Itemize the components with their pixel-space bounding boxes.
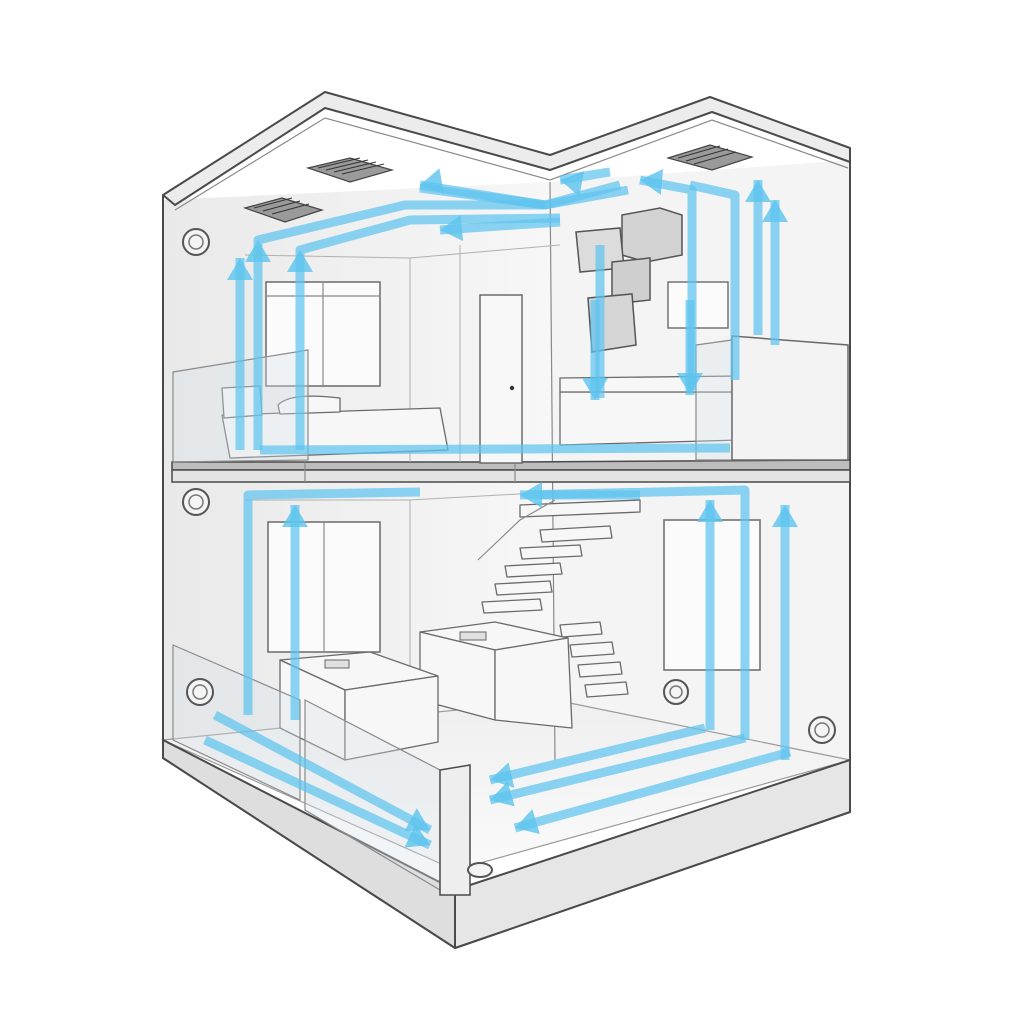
door-upper [479, 294, 523, 464]
ceiling-vent-icon [665, 144, 755, 171]
kitchen-counter-side [494, 637, 573, 729]
stair-handrail [477, 499, 556, 561]
door-knob [509, 385, 515, 391]
airflow-arrow-icon [697, 500, 723, 522]
round-wall-vent-icon [467, 862, 493, 878]
airflow-line [243, 487, 421, 715]
window-upper-right [667, 281, 729, 329]
island-side [344, 675, 439, 761]
bed-pillow [277, 395, 341, 415]
airflow-arrow-icon [420, 168, 444, 194]
airflow-arrow-icon [520, 482, 542, 508]
round-wall-vent-icon [808, 716, 836, 744]
front-post [439, 764, 471, 896]
staircase [477, 499, 641, 698]
airflow-arrow-icon [772, 505, 798, 527]
mid-floor-slab-face [171, 469, 851, 483]
wall-block-right [731, 335, 849, 461]
airflow-arrow-icon [560, 171, 584, 197]
airflow-arrow-icon [245, 240, 271, 262]
airflow-line [689, 180, 740, 380]
ceiling-line [174, 117, 849, 211]
round-wall-vent-icon [182, 228, 210, 256]
airflow-arrow-icon [515, 809, 540, 834]
airflow-paths [203, 167, 798, 850]
round-wall-vent-icon [663, 679, 689, 705]
airflow-arrow-icon [582, 378, 608, 400]
glass-railing-right [695, 339, 733, 461]
island-sink [324, 659, 350, 669]
airflow-line [488, 733, 747, 805]
airflow-arrow-icon [227, 258, 253, 280]
round-wall-vent-icon [186, 678, 214, 706]
airflow-arrow-icon [490, 762, 515, 788]
airflow-arrow-icon [287, 250, 313, 272]
lower-wall-line [245, 491, 556, 501]
base-slab-left [162, 739, 456, 949]
airflow-arrow-icon [640, 168, 664, 195]
airflow-line [419, 183, 629, 210]
airflow-arrow-icon [440, 215, 464, 242]
airflow-arrow-icon [490, 781, 515, 807]
airflow-line [513, 747, 792, 833]
wall-vents [182, 228, 836, 878]
airflow-line [203, 735, 432, 850]
ceiling-vent-icon [305, 157, 395, 183]
airflow-line [488, 723, 707, 785]
airflow-arrow-icon [404, 823, 430, 848]
airflow-line [259, 443, 731, 455]
airflow-arrow-icon [762, 200, 788, 222]
ceiling-vents [242, 144, 755, 223]
ceiling-vent-icon [242, 197, 325, 223]
airflow-line [295, 213, 561, 450]
airflow-arrow-icon [677, 373, 703, 395]
airflow-line [212, 711, 433, 834]
airflow-arrow-icon [745, 180, 771, 202]
round-wall-vent-icon [182, 488, 210, 516]
kitchen-sink [459, 631, 487, 641]
airflow-arrow-icon [404, 808, 430, 832]
airflow-arrow-icon [282, 505, 308, 527]
